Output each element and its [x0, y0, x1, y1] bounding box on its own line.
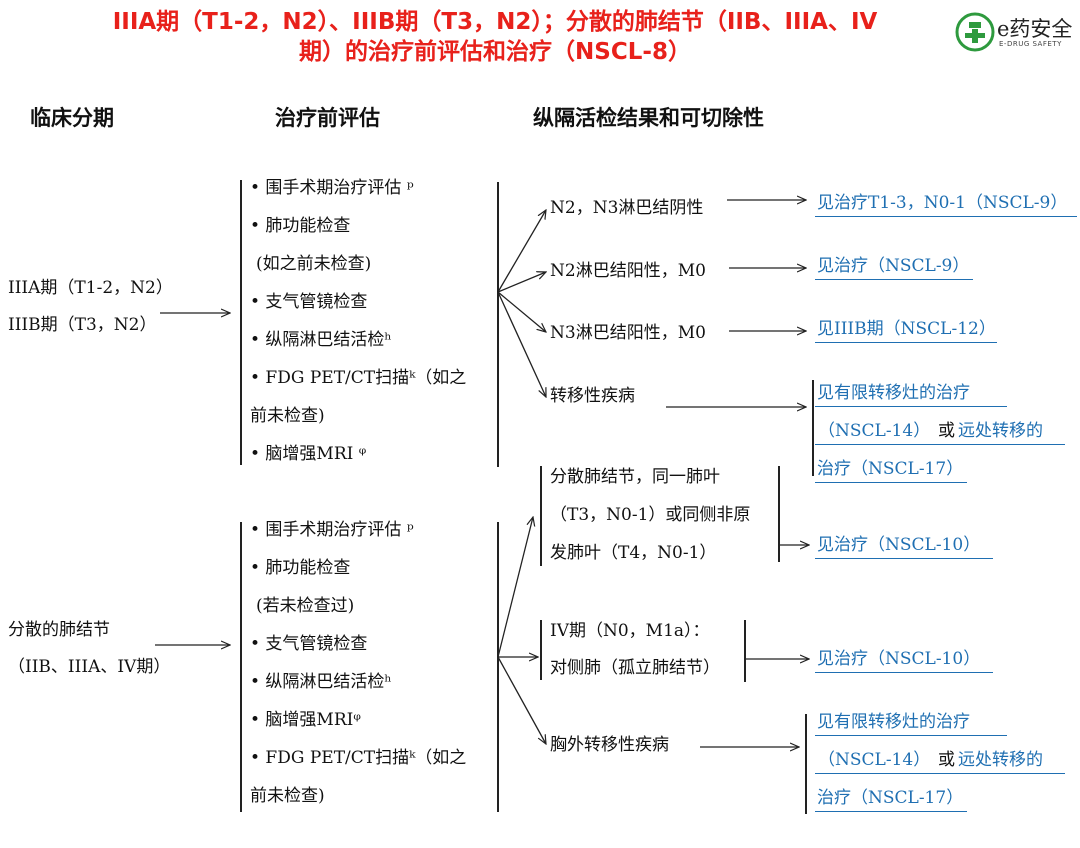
outcome-underline — [815, 216, 1077, 217]
result-iv-1: IV期（N0，M1a）： — [550, 621, 710, 641]
outcome-or: 或 — [938, 421, 955, 441]
medical-cross-icon — [955, 12, 995, 52]
outcome-link-nscl14-2[interactable]: （NSCL-14） — [818, 750, 931, 770]
outcome-or-2: 或 — [938, 750, 955, 770]
eval-b-item: 前未检查) — [250, 786, 325, 806]
outcome-link-nscl9-t13[interactable]: 见治疗T1-3，N0-1（NSCL-9） — [817, 193, 1068, 213]
outcome-link-distant-mets-2[interactable]: 远处转移的 — [958, 750, 1043, 770]
eval-b-item: • 纵隔淋巴结活检ʰ — [250, 672, 392, 692]
result-nodule-1: 分散肺结节，同一肺叶 — [550, 467, 720, 487]
logo-subtitle: E-DRUG SAFETY — [999, 40, 1062, 48]
bracket-iv-left — [540, 620, 542, 680]
result-nodule-2: （T3，N0-1）或同侧非原 — [550, 505, 751, 525]
arrow-fan-b1 — [497, 517, 533, 658]
outcome-underline — [815, 558, 993, 559]
outcome-link-limited-mets-2[interactable]: 见有限转移灶的治疗 — [817, 712, 970, 732]
header-stage: 临床分期 — [30, 106, 114, 130]
eval-b-item: • FDG PET/CT扫描ᵏ（如之 — [250, 748, 467, 768]
bracket-nodule-left — [540, 466, 542, 566]
result-iv-2: 对侧肺（孤立肺结节） — [550, 658, 720, 678]
eval-a-item: • 支气管镜检查 — [250, 292, 368, 312]
result-nodule-3: 发肺叶（T4，N0-1） — [550, 543, 717, 563]
eval-a-item: • FDG PET/CT扫描ᵏ（如之 — [250, 368, 467, 388]
eval-b-item: • 肺功能检查 — [250, 558, 351, 578]
outcome-link-distant-mets[interactable]: 远处转移的 — [958, 421, 1043, 441]
logo-name: e药安全 — [997, 17, 1073, 41]
eval-a-item: • 肺功能检查 — [250, 216, 351, 236]
outcome-underline — [815, 811, 967, 812]
stage-nodule: 分散的肺结节 — [8, 620, 110, 640]
stage-iiia: IIIA期（T1-2，N2） — [8, 278, 173, 298]
outcome-link-limited-mets[interactable]: 见有限转移灶的治疗 — [817, 383, 970, 403]
outcome-underline — [815, 773, 1065, 774]
arrow-fan-a3 — [497, 291, 546, 332]
arrow-fan-a1 — [497, 210, 546, 293]
outcome-link-nscl12[interactable]: 见IIIB期（NSCL-12） — [817, 319, 996, 339]
outcome-underline — [815, 735, 1007, 736]
eval-b-item: • 支气管镜检查 — [250, 634, 368, 654]
arrow-fan-a4 — [497, 291, 546, 397]
result-n2n3-negative: N2，N3淋巴结阴性 — [550, 198, 704, 218]
outcome-link-nscl10-a[interactable]: 见治疗（NSCL-10） — [817, 535, 981, 555]
bracket-outcome7 — [805, 714, 807, 814]
bracket-iv-right — [744, 620, 746, 682]
bracket-eval-b-left — [240, 522, 242, 812]
bracket-nodule-right — [778, 466, 780, 562]
bracket-eval-b-right — [497, 522, 499, 812]
outcome-underline — [815, 406, 1007, 407]
outcome-underline — [815, 342, 997, 343]
outcome-underline — [815, 672, 993, 673]
result-metastatic: 转移性疾病 — [550, 386, 635, 406]
eval-a-item: • 围手术期治疗评估 ᵖ — [250, 178, 414, 198]
eval-a-item: • 纵隔淋巴结活检ʰ — [250, 330, 392, 350]
outcome-link-nscl17-2[interactable]: 治疗（NSCL-17） — [817, 788, 964, 808]
outcome-link-nscl10-b[interactable]: 见治疗（NSCL-10） — [817, 649, 981, 669]
logo: e药安全 E-DRUG SAFETY — [955, 10, 1075, 56]
outcome-link-nscl17[interactable]: 治疗（NSCL-17） — [817, 459, 964, 479]
stage-nodule-stages: （IIB、IIIA、IV期） — [8, 657, 171, 677]
eval-a-item: • 脑增强MRI ᵠ — [250, 444, 367, 464]
header-mediastinal: 纵隔活检结果和可切除性 — [533, 106, 764, 130]
page-title-line1: IIIA期（T1-2，N2）、IIIB期（T3，N2）；分散的肺结节（IIB、I… — [112, 9, 878, 35]
result-extrathoracic: 胸外转移性疾病 — [550, 735, 669, 755]
header-pretreatment: 治疗前评估 — [275, 106, 380, 130]
eval-b-item: (若未检查过) — [256, 596, 355, 616]
eval-a-item: (如之前未检查) — [256, 254, 372, 274]
eval-b-item: • 脑增强MRIᵠ — [250, 710, 361, 730]
outcome-link-nscl14[interactable]: （NSCL-14） — [818, 421, 931, 441]
stage-iiib: IIIB期（T3，N2） — [8, 315, 157, 335]
arrow-fan-a2 — [497, 272, 546, 293]
result-n2-positive: N2淋巴结阳性，M0 — [550, 261, 706, 281]
bracket-eval-a-right — [497, 182, 499, 467]
page-title-line2: 期）的治疗前评估和治疗（NSCL-8） — [299, 39, 691, 65]
eval-b-item: • 围手术期治疗评估 ᵖ — [250, 520, 414, 540]
result-n3-positive: N3淋巴结阳性，M0 — [550, 323, 706, 343]
bracket-outcome4 — [812, 380, 814, 476]
outcome-underline — [815, 482, 967, 483]
bracket-eval-a-left — [240, 180, 242, 465]
outcome-link-nscl9[interactable]: 见治疗（NSCL-9） — [817, 256, 970, 276]
outcome-underline — [815, 444, 1065, 445]
eval-a-item: 前未检查) — [250, 406, 325, 426]
arrow-fan-b3 — [497, 656, 546, 744]
outcome-underline — [815, 279, 973, 280]
